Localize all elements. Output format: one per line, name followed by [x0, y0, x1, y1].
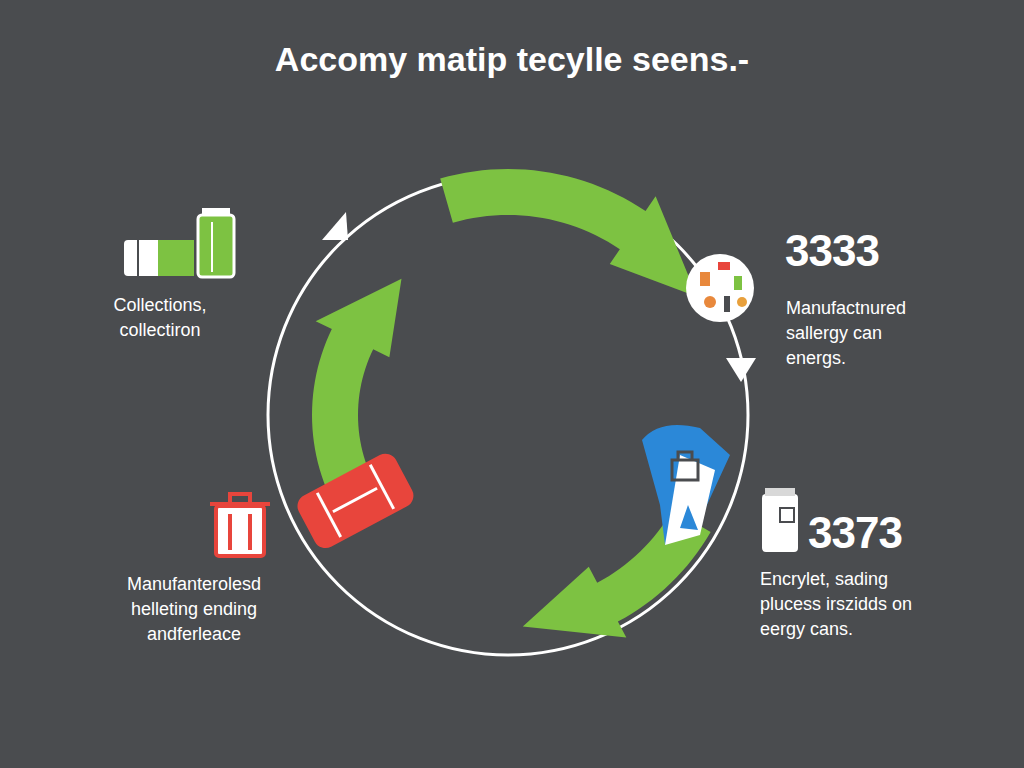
ring-arrowhead: [726, 358, 756, 382]
items-ball-icon: [686, 254, 754, 322]
cans-icon: [124, 208, 234, 277]
stage-label: Encrylet, sading plucess irszidds on eer…: [760, 567, 928, 641]
stat-number: 3333: [785, 226, 879, 276]
diagram-title: Accomy matip tecylle seens.-: [0, 40, 1024, 79]
red-can-icon: [293, 449, 417, 552]
ring-arrowhead: [322, 212, 348, 240]
cycle-arrow: [440, 169, 697, 297]
bin-icon: [210, 494, 270, 556]
can-icon: [762, 488, 798, 552]
stage-label: Manufanterolesd helleting ending andferl…: [92, 572, 296, 646]
stage-label: Manufactnured sallergy can energs.: [786, 296, 946, 370]
green-arrows: [312, 169, 711, 638]
blue-bag-icon: [642, 425, 730, 545]
stat-number: 3373: [808, 508, 902, 558]
stage-label: Collections, collectiron: [88, 293, 232, 343]
